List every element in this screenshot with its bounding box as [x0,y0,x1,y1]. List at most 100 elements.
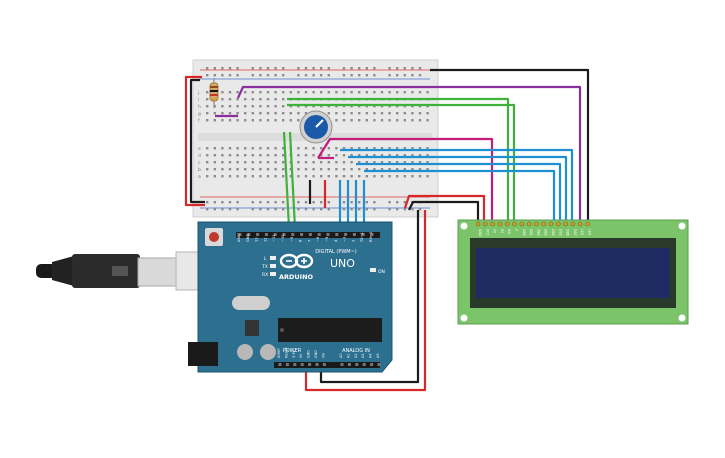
breadboard-hole [213,154,216,157]
breadboard-hole [304,112,308,115]
breadboard-hole [213,175,216,178]
breadboard-hole [236,91,239,94]
capacitor-2 [260,344,276,360]
wire-blue-3 [356,162,562,223]
breadboard-hole [403,161,406,164]
digital-header [236,232,380,238]
breadboard-hole [213,168,216,171]
breadboard-hole [282,201,285,204]
row-letter: i [198,97,199,103]
breadboard-hole [304,67,308,70]
breadboard-hole [304,208,308,211]
breadboard-hole [320,168,323,171]
breadboard-hole [418,91,422,94]
breadboard-hole [228,208,232,211]
mount-hole-icon [678,222,686,230]
l-label: L [264,256,267,262]
row-letter: g [198,112,201,117]
digital-pin-label: ~11 [272,234,276,242]
breadboard-hole [297,112,300,115]
arduino-board: ARDUINO UNO DIGITAL (PWM~) POWER ANALOG … [188,221,393,373]
analog-pin-label: A4 [369,354,373,358]
breadboard-hole [403,147,406,150]
breadboard-hole [228,112,232,115]
breadboard-hole [282,161,285,164]
breadboard-hole [213,112,216,115]
breadboard-hole [320,208,323,211]
l-led-icon [270,256,276,260]
lcd-pin [475,221,481,227]
breadboard-hole [312,105,315,108]
breadboard-hole [373,175,376,178]
breadboard-hole [426,154,429,157]
breadboard-hole [251,168,254,171]
breadboard-hole [335,161,338,164]
lcd-pin [504,221,510,227]
breadboard-hole [282,105,285,108]
breadboard-hole [388,175,391,178]
breadboard-hole [244,175,247,178]
breadboard-hole [236,175,239,178]
breadboard-hole [259,208,262,211]
breadboard-hole [403,119,406,122]
breadboard-hole [221,67,224,70]
breadboard-hole [213,67,216,70]
breadboard-hole [259,161,262,164]
row-letter: b [198,167,201,173]
row-letter: e [198,147,201,152]
breadboard-hole [289,168,292,171]
breadboard-hole [244,147,247,150]
breadboard-hole [418,161,422,164]
breadboard-hole [342,112,346,115]
breadboard-hole [304,168,308,171]
breadboard-hole [221,154,224,157]
breadboard-hole [221,175,224,178]
breadboard-hole [213,147,216,150]
breadboard-hole [206,112,209,115]
power-pin [285,363,289,366]
regulator [245,320,259,336]
breadboard-hole [327,161,330,164]
breadboard-hole [327,105,330,108]
breadboard-hole [266,175,270,178]
breadboard-hole [388,201,391,204]
breadboard-hole [411,147,414,150]
breadboard-hole [274,91,277,94]
breadboard-hole [282,208,285,211]
breadboard-hole [236,119,239,122]
breadboard-hole [213,119,216,122]
wire-green-2 [287,103,516,223]
lcd-pin-label: LED [580,229,584,236]
breadboard-hole [282,147,285,150]
breadboard-hole [350,208,353,211]
breadboard-hole [411,119,414,122]
breadboard-hole [342,168,346,171]
breadboard-hole [396,119,399,122]
breadboard-hole [320,175,323,178]
power-pin-label: RESET [284,346,288,358]
breadboard-hole [320,67,323,70]
digital-pin-label: 13 [255,237,259,242]
power-pin-label: 3.3V [292,350,296,358]
breadboard-hole [312,74,315,77]
breadboard-hole [274,147,277,150]
breadboard-hole [259,91,262,94]
breadboard-hole [206,147,209,150]
breadboard-hole [266,201,270,204]
breadboard-hole [380,168,384,171]
digital-label: DIGITAL (PWM~) [315,249,357,255]
digital-pin-label: ~3 [343,237,347,242]
breadboard-hole [282,168,285,171]
capacitor-1 [237,344,253,360]
breadboard-hole [213,74,216,77]
breadboard-hole [266,98,270,101]
breadboard-hole [312,91,315,94]
power-analog-header [274,362,380,368]
breadboard-hole [388,91,391,94]
breadboard-hole [418,119,422,122]
digital-pin [264,233,268,236]
breadboard-hole [342,105,346,108]
breadboard-hole [259,74,262,77]
breadboard-holes [206,67,429,211]
breadboard-hole [365,154,368,157]
